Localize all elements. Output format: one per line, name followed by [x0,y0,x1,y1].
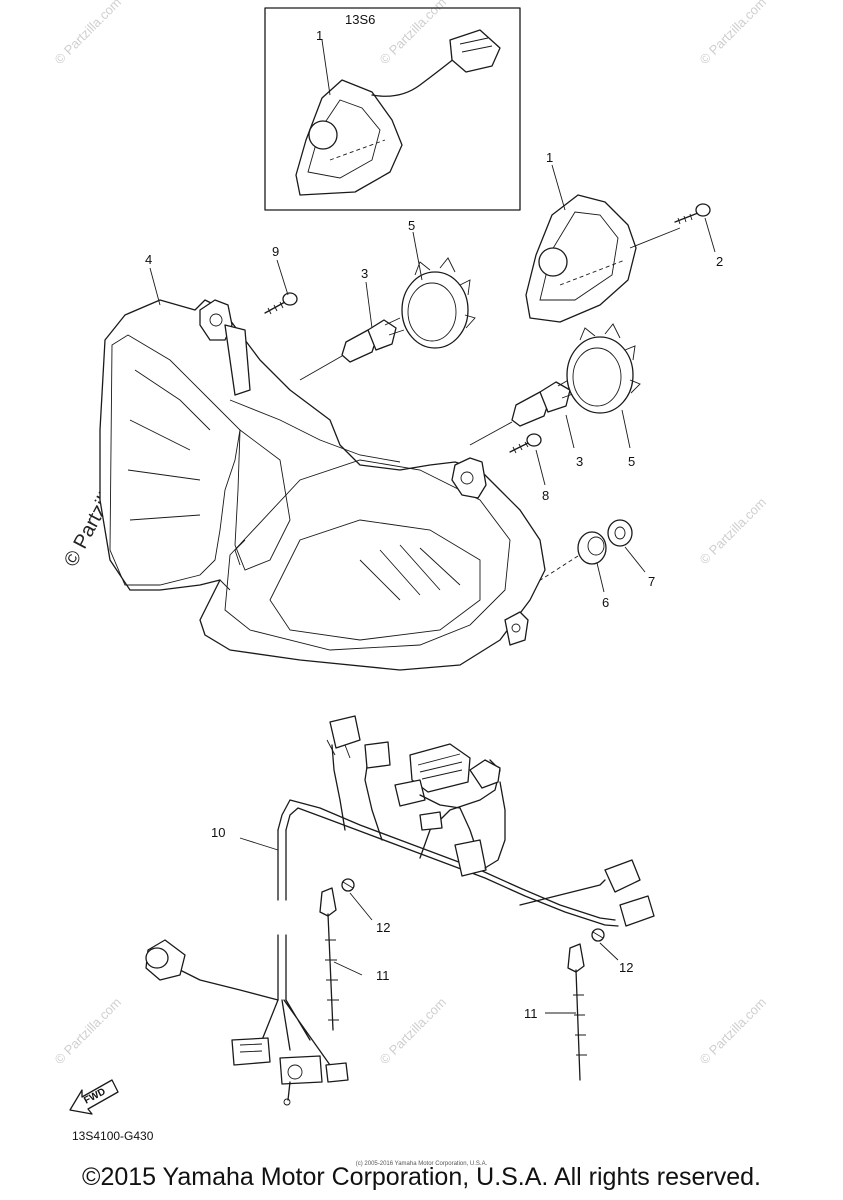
part-5-ring-lower [566,323,641,414]
diagram-code: 13S4100-G430 [72,1129,154,1143]
watermark-text: © Partzilla.com [377,995,450,1068]
callout-3-upper: 3 [361,266,368,281]
part-2-screw [674,203,711,225]
callout-labels: 1 1 2 3 3 4 5 5 6 7 8 9 10 11 11 12 12 [145,28,723,1021]
part-12-screw-right [591,928,605,942]
fine-print: (c) 2005-2016 Yamaha Motor Corporation, … [355,1161,488,1167]
callout-5-lower: 5 [628,454,635,469]
watermark-text: © Partzilla.com [377,0,450,67]
callout-1-inset: 1 [316,28,323,43]
watermark-text: © Partzilla.com [697,495,770,568]
part-11-cable-tie-right [567,943,587,1081]
callout-2: 2 [716,254,723,269]
part-10-wire-harness [145,715,655,1106]
callout-4: 4 [145,252,152,267]
callout-11-right: 11 [524,1006,538,1021]
part-7-clip [607,519,633,547]
part-1-bracket [525,194,681,323]
callout-8: 8 [542,488,549,503]
callout-10: 10 [211,825,225,840]
part-4-headlight-assembly [99,299,546,671]
part-9-screw [264,292,298,315]
watermark-text: © Partzilla.com [52,995,125,1068]
part-5-ring-upper [401,257,476,349]
callout-12-left: 12 [376,920,390,935]
callout-12-right: 12 [619,960,633,975]
part-11-cable-tie-left [319,887,339,1031]
part-8-screw [509,433,542,454]
leader-lines [149,39,716,1014]
forward-arrow: FWD [69,1079,119,1115]
callout-9: 9 [272,244,279,259]
callout-6: 6 [602,595,609,610]
callout-3-lower: 3 [576,454,583,469]
part-12-screw-left [341,878,355,892]
watermark-text: © Partzilla.com [697,995,770,1068]
part-3-bulb-lower [469,377,579,446]
copyright-footer: ©2015 Yamaha Motor Corporation, U.S.A. A… [82,1163,761,1191]
variant-label: 13S6 [345,12,375,27]
callout-5-upper: 5 [408,218,415,233]
callout-11-left: 11 [376,968,390,983]
watermark-text: © Partzilla.com [697,0,770,67]
variant-inset-box: 13S6 [264,7,521,211]
part-3-bulb-upper [299,317,405,381]
watermark-text: © Partzilla.com [52,0,125,67]
callout-1: 1 [546,150,553,165]
callout-7: 7 [648,574,655,589]
